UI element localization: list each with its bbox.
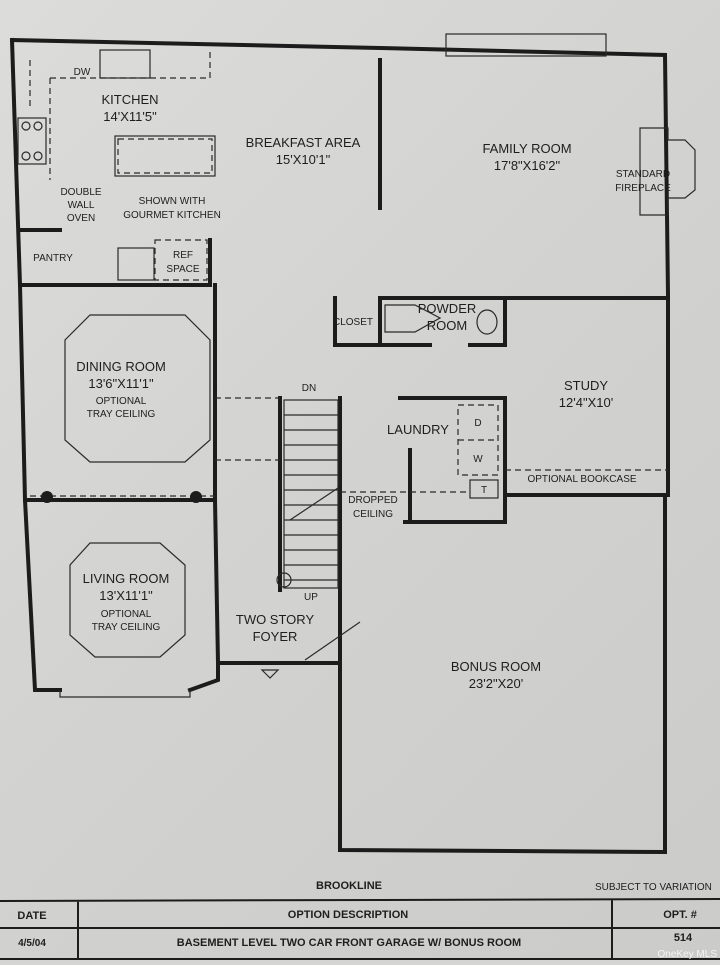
breakfast-size: 15'X10'1" — [276, 152, 331, 167]
oven-label: DOUBLE — [60, 187, 101, 198]
plan-name: BROOKLINE — [316, 880, 382, 892]
living-size: 13'X11'1" — [99, 588, 153, 603]
oven-label: OVEN — [67, 213, 95, 224]
pantry-label: PANTRY — [33, 253, 73, 264]
kitchen-label: KITCHEN — [101, 92, 158, 107]
stairs-up-label: UP — [304, 592, 318, 603]
bonus-label: BONUS ROOM — [451, 659, 541, 674]
gourmet-note: SHOWN WITH — [139, 196, 206, 207]
powder-room-label: ROOM — [427, 318, 467, 333]
closet-label: CLOSET — [333, 317, 373, 328]
foyer-label: TWO STORY — [236, 612, 315, 627]
study-label: STUDY — [564, 378, 608, 393]
living-note: TRAY CEILING — [92, 622, 161, 633]
dining-note: OPTIONAL — [96, 396, 147, 407]
family-label: FAMILY ROOM — [482, 141, 571, 156]
dining-label: DINING ROOM — [76, 359, 166, 374]
dishwasher-label: DW — [74, 67, 91, 78]
ref-space-label: SPACE — [166, 264, 199, 275]
study-size: 12'4"X10' — [559, 395, 613, 410]
kitchen-size: 14'X11'5" — [103, 109, 157, 124]
oven-label: WALL — [68, 200, 95, 211]
walls — [9, 37, 671, 855]
dropped-ceiling-label: DROPPED — [348, 495, 397, 506]
stairs-down-label: DN — [302, 383, 316, 394]
description-value: BASEMENT LEVEL TWO CAR FRONT GARAGE W/ B… — [177, 937, 521, 949]
subject-note: SUBJECT TO VARIATION — [595, 882, 712, 893]
dropped-ceiling-label: CEILING — [353, 509, 393, 520]
fireplace-label: STANDARD — [616, 169, 670, 180]
family-size: 17'8"X16'2" — [494, 158, 561, 173]
fixtures — [17, 33, 696, 698]
bookcase-label: OPTIONAL BOOKCASE — [527, 474, 636, 485]
description-header: OPTION DESCRIPTION — [288, 909, 408, 921]
dryer-label: D — [474, 418, 481, 429]
washer-label: W — [473, 454, 483, 465]
room-labels: KITCHEN 14'X11'5" BREAKFAST AREA 15'X10'… — [76, 92, 613, 691]
option-value: 514 — [674, 932, 693, 944]
watermark: OneKey MLS — [658, 949, 718, 960]
title-block: BROOKLINE SUBJECT TO VARIATION DATE OPTI… — [0, 880, 720, 960]
fireplace-label: FIREPLACE — [615, 183, 671, 194]
breakfast-label: BREAKFAST AREA — [246, 135, 361, 150]
dining-note: TRAY CEILING — [87, 409, 156, 420]
foyer-label: FOYER — [253, 629, 298, 644]
ref-space-label: REF — [173, 250, 193, 261]
gourmet-note: GOURMET KITCHEN — [123, 210, 221, 221]
staircase — [276, 399, 339, 589]
annotations: DW DOUBLE WALL OVEN SHOWN WITH GOURMET K… — [33, 67, 671, 603]
living-label: LIVING ROOM — [83, 571, 170, 586]
tub-label: T — [481, 485, 487, 496]
powder-room-label: POWDER — [418, 301, 477, 316]
date-value: 4/5/04 — [18, 938, 46, 949]
date-header: DATE — [17, 910, 46, 922]
option-header: OPT. # — [663, 909, 697, 921]
laundry-label: LAUNDRY — [387, 422, 449, 437]
dining-size: 13'6"X11'1" — [88, 376, 154, 391]
bonus-size: 23'2"X20' — [469, 676, 523, 691]
living-note: OPTIONAL — [101, 609, 152, 620]
